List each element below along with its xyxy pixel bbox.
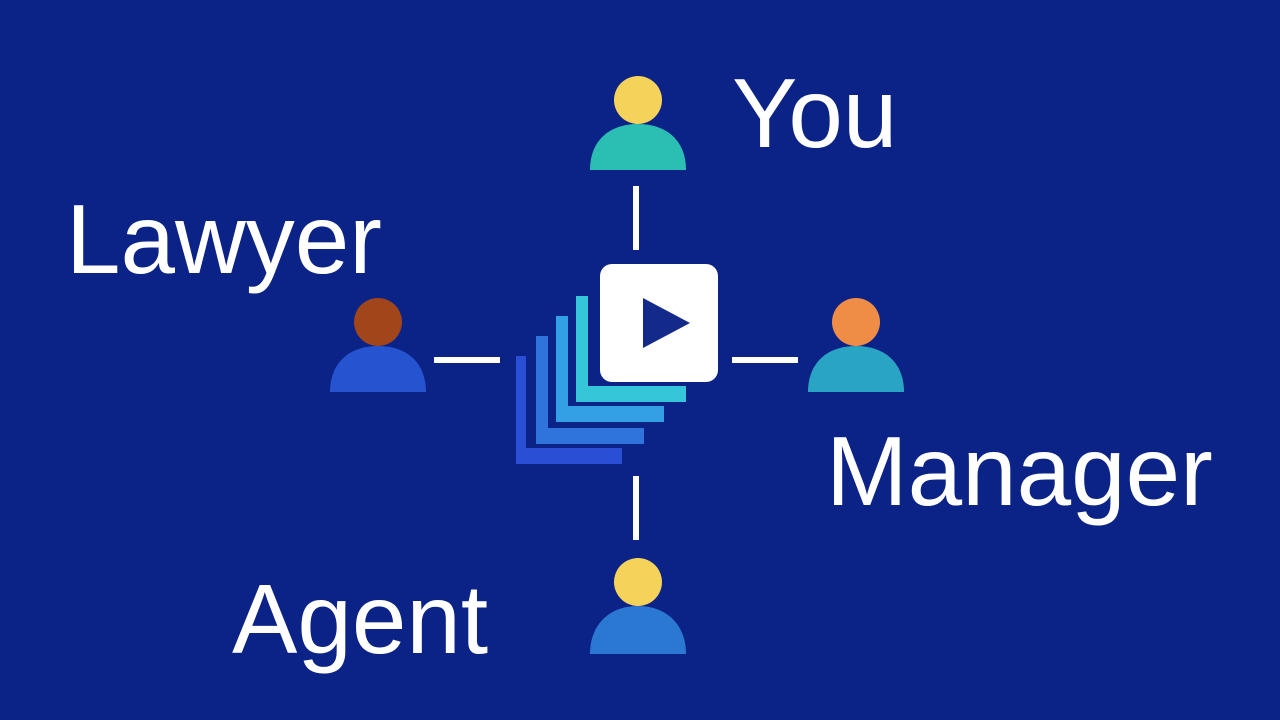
person-head — [614, 76, 662, 124]
video-play-icon — [643, 298, 690, 348]
person-icon-lawyer — [330, 298, 426, 392]
person-body — [590, 124, 686, 170]
stack-layer-4 — [576, 296, 686, 402]
person-icon-agent — [590, 558, 686, 654]
person-head — [614, 558, 662, 606]
person-head — [832, 298, 880, 346]
person-icon-you — [590, 76, 686, 170]
person-body — [590, 606, 686, 654]
video-stack-icon — [516, 264, 718, 464]
person-body — [808, 346, 904, 392]
stack-layer-2 — [536, 336, 644, 444]
stack-layer-3 — [556, 316, 664, 422]
label-manager: Manager — [826, 416, 1213, 526]
person-head — [354, 298, 402, 346]
stack-layer-1 — [516, 356, 622, 464]
person-icon-manager — [808, 298, 904, 392]
person-body — [330, 346, 426, 392]
label-you: You — [732, 58, 898, 168]
label-agent: Agent — [232, 564, 489, 674]
label-lawyer: Lawyer — [66, 184, 382, 294]
connectors — [434, 186, 798, 540]
